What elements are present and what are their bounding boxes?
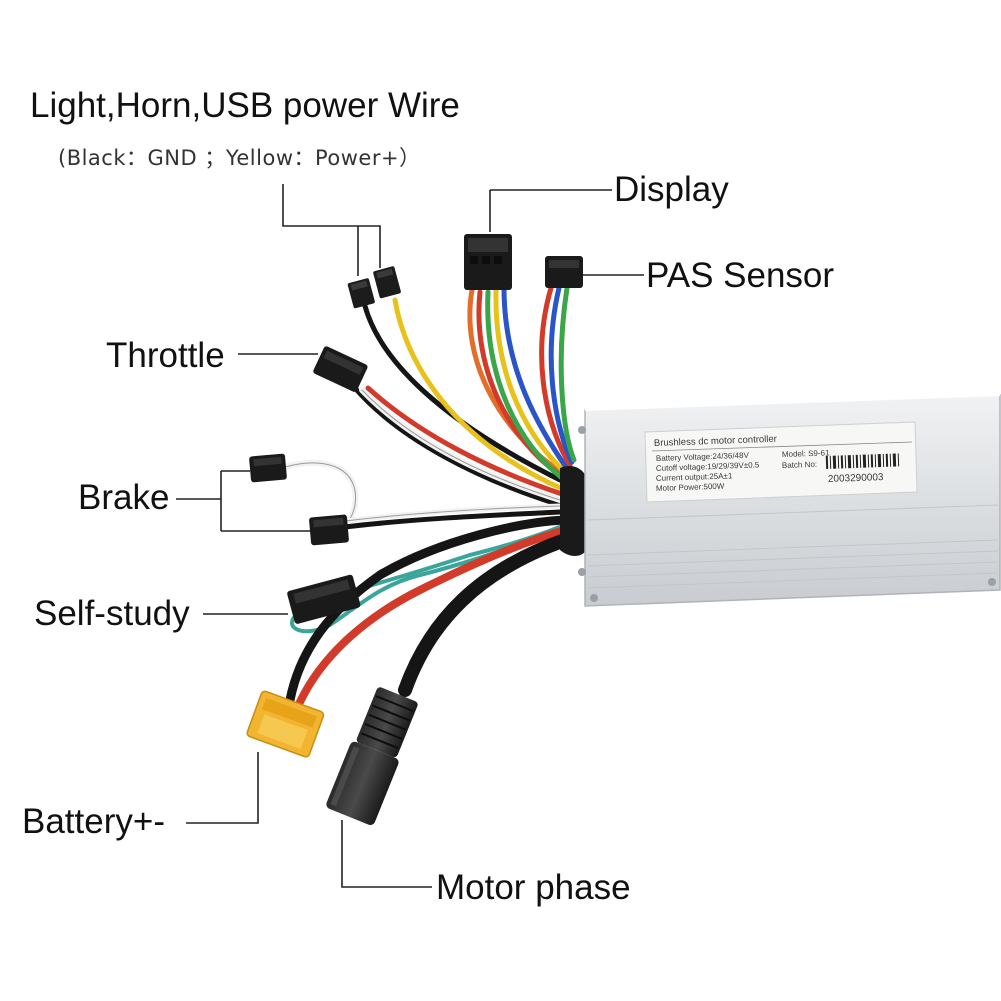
wire-display-green xyxy=(485,289,565,481)
self-study-label: Self-study xyxy=(34,594,190,633)
wires xyxy=(282,285,577,706)
self-study-connector xyxy=(287,574,361,624)
throttle-label: Throttle xyxy=(106,336,225,375)
wire-pas-blue xyxy=(548,285,575,465)
wire-display-yellow xyxy=(493,287,568,475)
wire-battery-red xyxy=(296,526,569,706)
battery-xt60-connector xyxy=(246,690,325,758)
leader-battery xyxy=(186,752,259,824)
connectors xyxy=(246,234,583,825)
motor-phase-label: Motor phase xyxy=(436,868,631,907)
cable-grommet xyxy=(560,466,590,556)
wire-brake-black xyxy=(342,509,563,530)
wire-pas-red xyxy=(539,285,573,468)
wire-throttle-black xyxy=(352,385,563,508)
pas-sensor-label: PAS Sensor xyxy=(646,256,835,295)
wire-light-black xyxy=(362,303,563,483)
throttle-connector xyxy=(313,346,368,392)
sticker-motor-power: Motor Power:500W xyxy=(656,482,725,493)
sticker-batch-label: Batch No: xyxy=(782,460,817,470)
display-connector xyxy=(464,234,512,290)
leader-motor-phase xyxy=(341,820,432,888)
light-connector-right xyxy=(373,266,401,299)
sticker-model: Model: S9-61 xyxy=(782,448,830,459)
wire-pas-green xyxy=(558,285,577,463)
brake-connector-bottom xyxy=(309,514,349,546)
display-label: Display xyxy=(614,170,729,209)
screw-top-left xyxy=(578,426,586,434)
screw-bottom-left xyxy=(578,568,586,576)
light-horn-usb-label: Light,Horn,USB power Wire xyxy=(30,86,460,125)
screw-right xyxy=(988,578,996,586)
brake-label: Brake xyxy=(78,478,170,517)
sticker-title: Brushless dc motor controller xyxy=(654,434,777,449)
leader-display xyxy=(489,189,612,232)
sticker-batch-number: 2003290003 xyxy=(828,472,884,485)
sticker-current-output: Current output:25A±1 xyxy=(656,471,733,483)
wire-motor-cable xyxy=(398,533,572,697)
leader-light-horn-usb xyxy=(282,184,381,276)
leader-brake xyxy=(176,470,312,532)
wire-light-yellow xyxy=(392,297,568,493)
spec-sticker: Brushless dc motor controller Battery Vo… xyxy=(644,421,918,503)
wire-battery-black xyxy=(285,515,570,705)
light-horn-usb-note: (Black：GND ；Yellow：Power+） xyxy=(58,146,421,170)
motor-phase-connector xyxy=(326,687,418,825)
pas-connector xyxy=(545,256,583,288)
light-connector-left xyxy=(347,278,375,309)
battery-label: Battery+- xyxy=(22,802,165,841)
screw-bottom-left-2 xyxy=(590,594,598,602)
sticker-barcode xyxy=(825,453,900,469)
wire-display-blue xyxy=(501,285,571,473)
brake-connector-top xyxy=(249,453,287,483)
sticker-cutoff-voltage: Cutoff voltage:19/29/39V±0.5 xyxy=(656,460,760,473)
sticker-battery-voltage: Battery Voltage:24/36/48V xyxy=(656,451,750,463)
wire-throttle-red xyxy=(365,385,565,497)
wire-throttle-white-edge xyxy=(361,389,561,501)
wire-brake-white-edge xyxy=(344,505,561,522)
leader-lines xyxy=(176,184,644,888)
